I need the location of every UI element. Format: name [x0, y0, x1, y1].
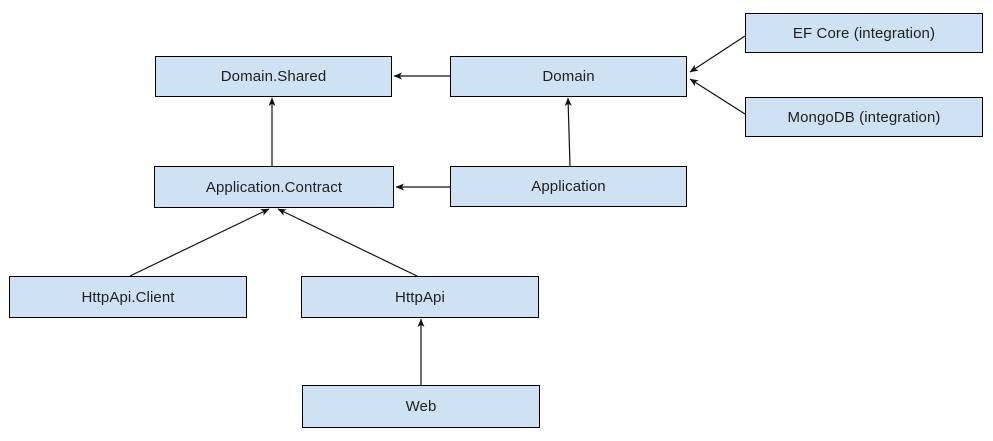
node-application-contract: Application.Contract	[154, 166, 394, 208]
edge-ef-core-to-domain	[689, 35, 746, 73]
edge-httpapi-to-application-contract	[277, 208, 418, 277]
edge-mongodb-to-domain	[689, 78, 746, 115]
node-domain-shared: Domain.Shared	[155, 56, 392, 97]
node-web: Web	[302, 385, 540, 428]
edge-httpapi-client-to-application-contract	[129, 208, 270, 277]
node-application: Application	[450, 166, 687, 207]
node-httpapi-client: HttpApi.Client	[9, 276, 247, 318]
edge-application-to-domain	[564, 97, 572, 167]
node-domain: Domain	[450, 56, 687, 97]
node-ef-core: EF Core (integration)	[745, 13, 983, 53]
edges-group	[129, 35, 746, 385]
node-mongodb: MongoDB (integration)	[745, 97, 983, 137]
node-httpapi: HttpApi	[301, 276, 539, 318]
